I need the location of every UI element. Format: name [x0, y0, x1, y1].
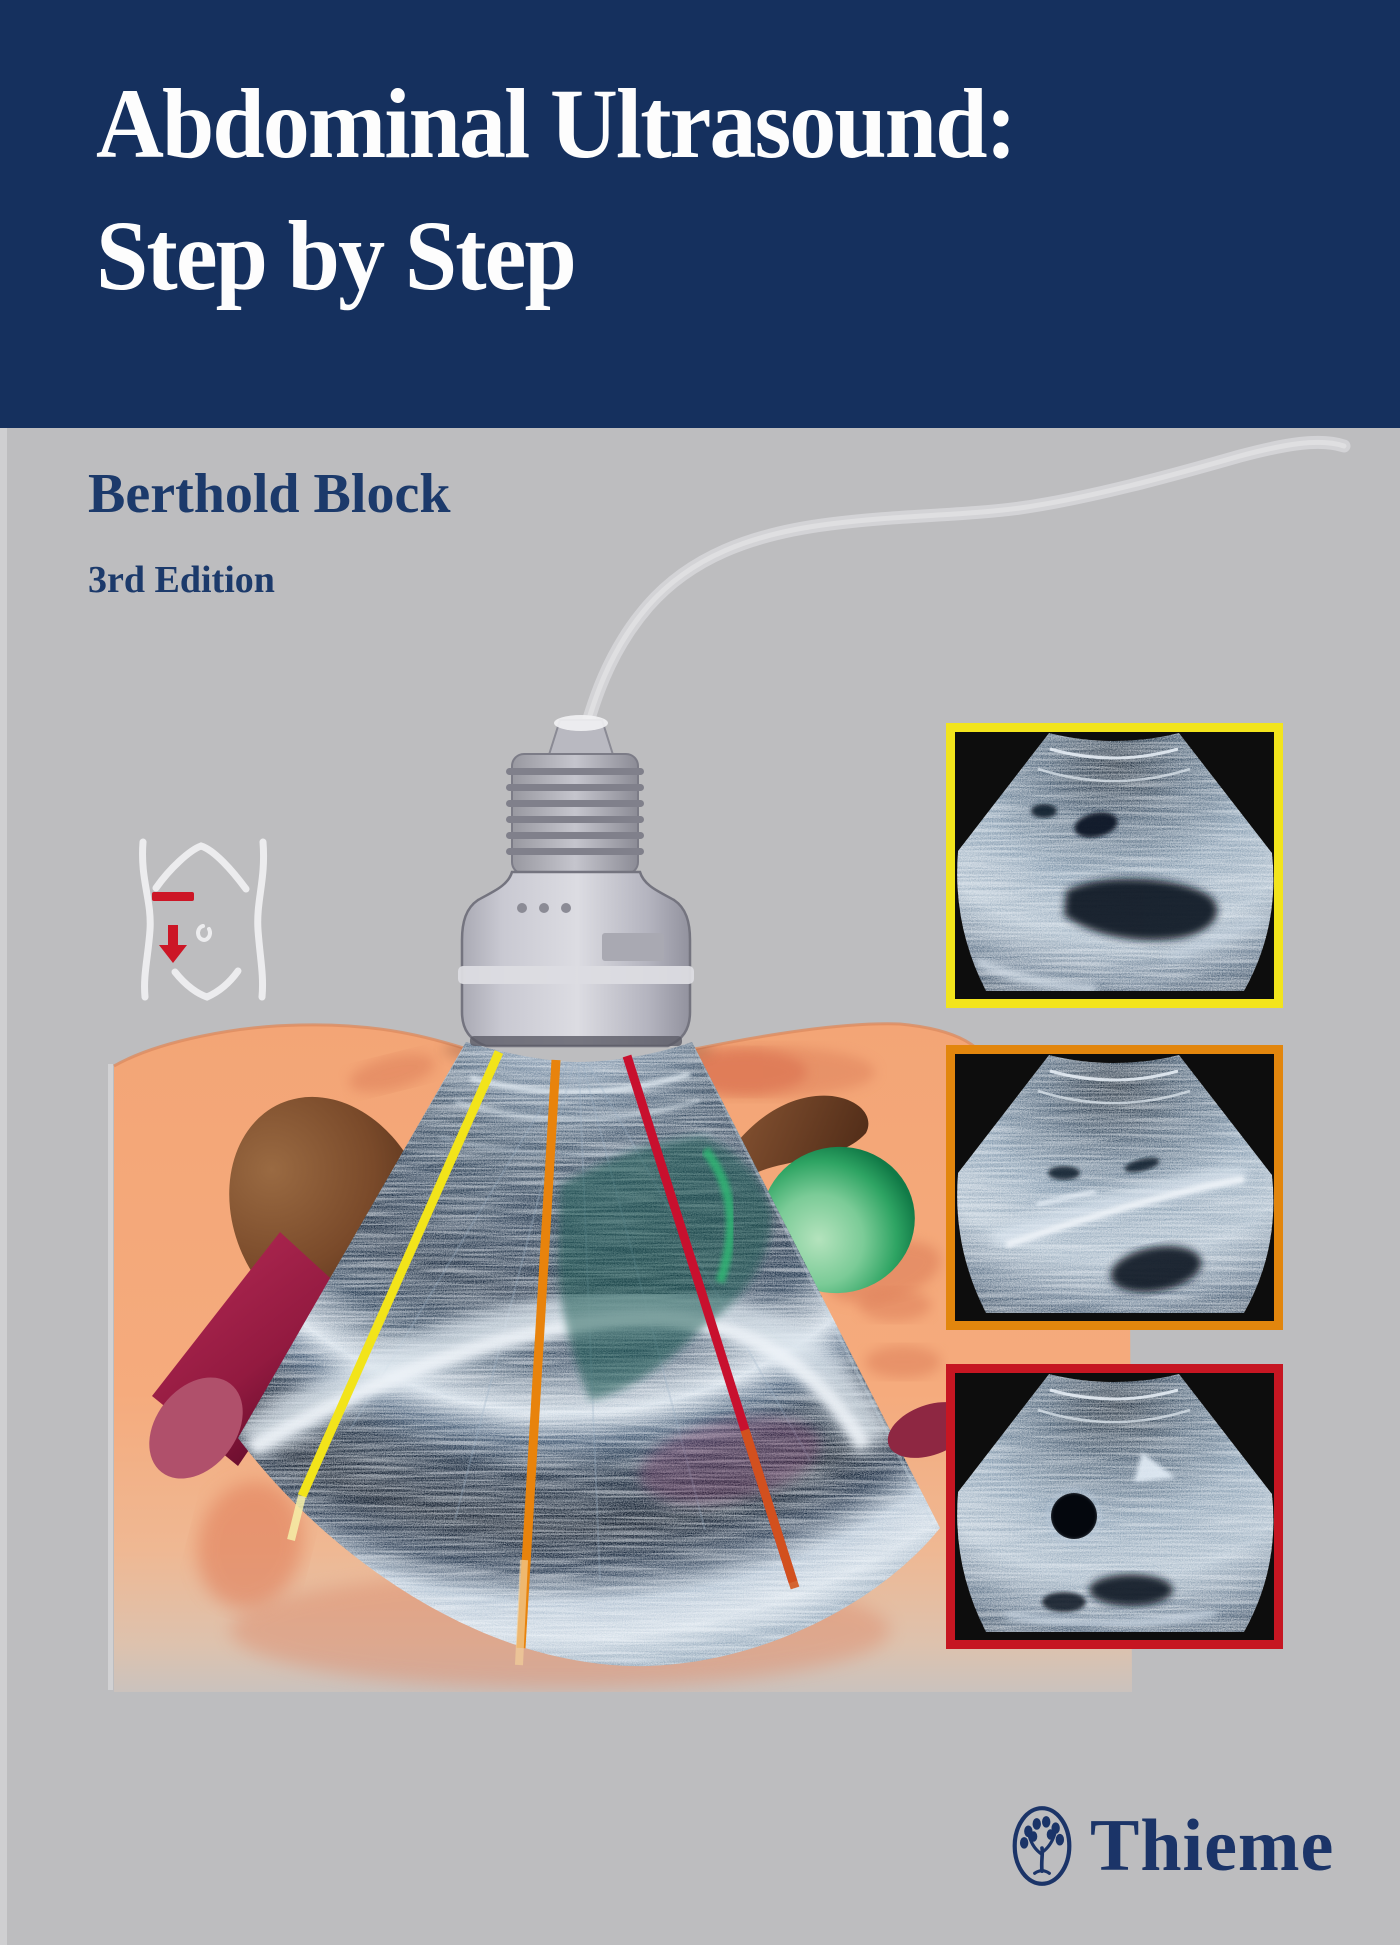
torso-pictogram-icon — [139, 838, 268, 1001]
ultrasound-thumbnail-2 — [946, 1045, 1283, 1330]
scan-direction-arrow-icon — [159, 925, 187, 963]
book-title: Abdominal Ultrasound: Step by Step — [96, 58, 1017, 322]
transducer-probe-icon — [458, 715, 694, 1048]
transducer-position-marker — [152, 892, 194, 901]
scan-line-orange — [516, 1059, 561, 1649]
publisher-name: Thieme — [1090, 1805, 1335, 1887]
scan-line-yellow — [297, 1050, 504, 1498]
page-edge-highlight — [0, 428, 7, 1945]
probe-cable — [571, 435, 1351, 767]
edition-label: 3rd Edition — [88, 559, 275, 601]
scan-lines — [287, 1050, 800, 1666]
book-title-line2: Step by Step — [96, 200, 577, 311]
fan-green-overlay — [558, 1136, 772, 1400]
publisher-logo: Thieme — [1010, 1804, 1334, 1888]
ultrasound-thumbnail-1 — [946, 723, 1283, 1008]
brown-organ-right — [723, 1095, 869, 1173]
ultrasound-thumbnail-3 — [946, 1364, 1283, 1649]
thieme-tree-icon — [1012, 1806, 1072, 1886]
title-banner — [0, 0, 1400, 428]
author-name: Berthold Block — [88, 463, 451, 525]
book-title-line1: Abdominal Ultrasound: — [96, 68, 1017, 179]
blood-vessel-left-cap — [149, 1377, 243, 1479]
